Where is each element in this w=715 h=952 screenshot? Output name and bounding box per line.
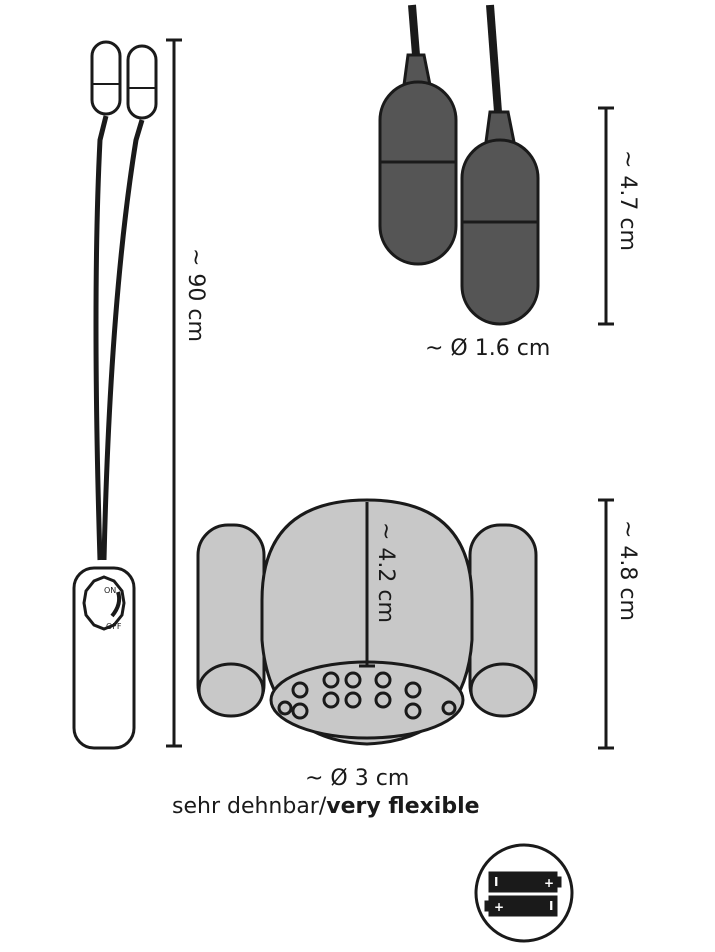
cable-length-label: ~ 90 cm (183, 248, 208, 342)
battery-minus-label: I (494, 875, 498, 889)
sleeve-height-label: ~ 4.8 cm (615, 520, 640, 621)
sleeve-depth-label: ~ 4.2 cm (373, 522, 398, 623)
bullet-diameter-label: ~ Ø 1.6 cm (425, 336, 551, 361)
flexibility-de: sehr dehnbar/ (172, 794, 327, 819)
bullet-vibrators-icon (378, 4, 540, 326)
battery-icon (474, 843, 574, 943)
remote-on-label: ON (104, 586, 116, 595)
sleeve-diameter-label: ~ Ø 3 cm (305, 766, 410, 791)
bullet-length-label: ~ 4.7 cm (615, 150, 640, 251)
remote-control-icon (72, 566, 136, 750)
flexibility-label: sehr dehnbar/very flexible (172, 794, 480, 819)
cable-icon (93, 115, 109, 561)
sleeve-icon (196, 498, 538, 746)
battery-plus-label: + (544, 876, 554, 890)
battery-plus-label-2: + (494, 900, 504, 914)
flexibility-en: very flexible (326, 794, 480, 819)
battery-minus-label-2: I (549, 899, 553, 913)
remote-off-label: OFF (106, 622, 122, 631)
mini-bullets-icon (90, 40, 158, 120)
